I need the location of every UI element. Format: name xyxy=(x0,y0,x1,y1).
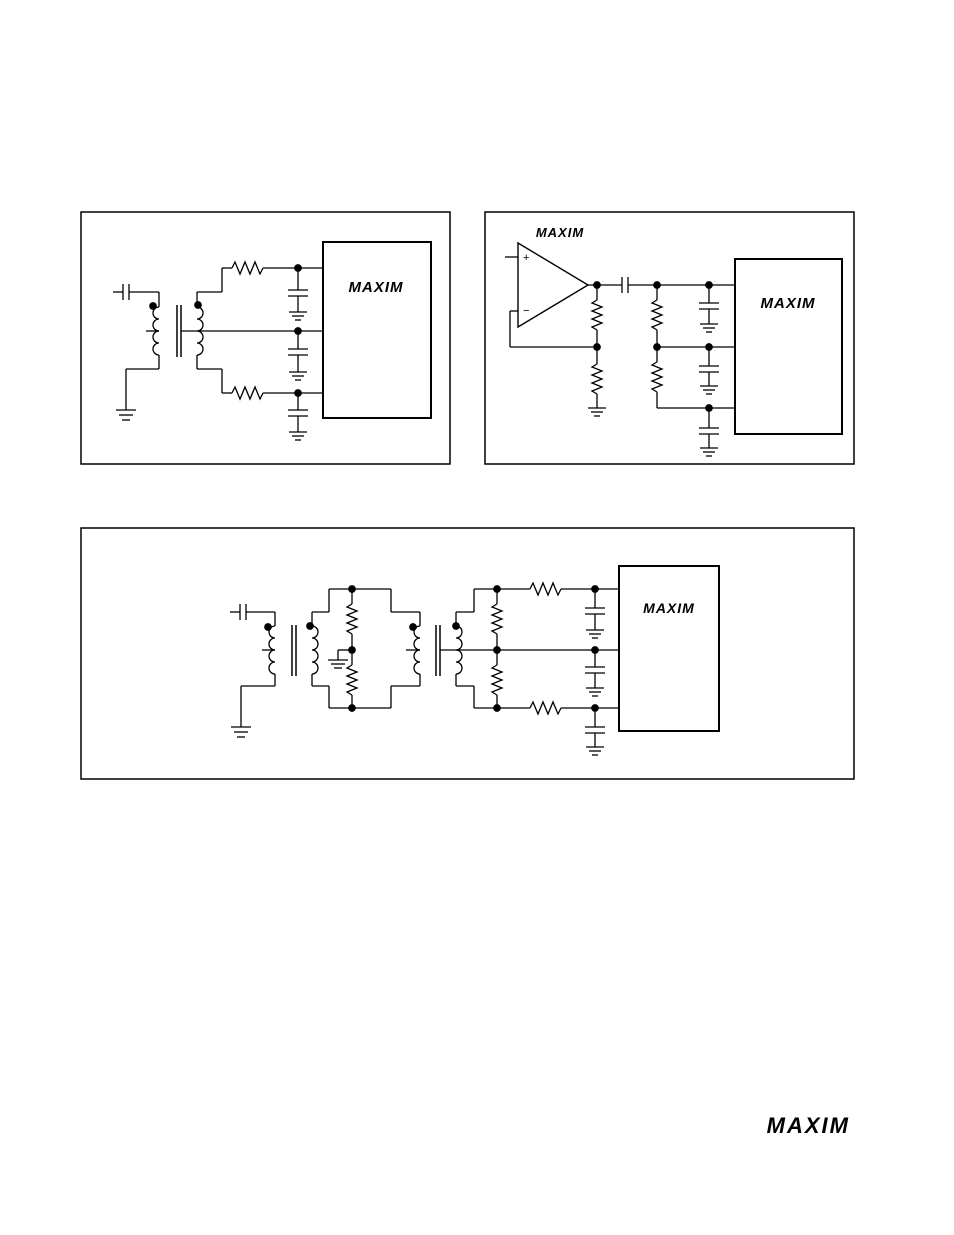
resistor-divider-bottom xyxy=(492,665,502,695)
capacitor-bottom xyxy=(585,708,605,755)
capacitor-middle xyxy=(288,331,308,380)
capacitor-middle xyxy=(699,347,719,394)
capacitor-bottom xyxy=(288,393,308,440)
resistor-divider-top xyxy=(492,604,502,634)
resistor-series-top xyxy=(530,583,561,595)
figure-op-amp-driven-input: MAXIM + − xyxy=(485,212,854,464)
ic-block xyxy=(735,259,842,434)
capacitor-top xyxy=(699,285,719,332)
figure-frame xyxy=(81,212,450,464)
resistor-feedback xyxy=(592,300,602,330)
resistor-bottom xyxy=(232,387,263,399)
capacitor-top xyxy=(585,589,605,638)
ic-logo: MAXIM xyxy=(761,295,816,312)
resistor-bias-bottom xyxy=(652,362,662,392)
ground-symbol xyxy=(588,408,606,416)
transformer-1-secondary xyxy=(312,626,318,674)
ic-logo: MAXIM xyxy=(643,600,695,616)
capacitor-bottom xyxy=(699,408,719,456)
ic-logo: MAXIM xyxy=(349,279,404,296)
ground-symbol xyxy=(116,410,136,420)
figure-frame xyxy=(81,528,854,779)
resistor-termination-top xyxy=(347,604,357,634)
capacitor-top xyxy=(288,268,308,320)
op-amp-logo: MAXIM xyxy=(536,225,585,240)
ic-block xyxy=(619,566,719,731)
svg-text:+: + xyxy=(523,252,529,264)
resistor-series-bottom xyxy=(530,702,561,714)
transformer-primary xyxy=(126,307,159,410)
svg-text:−: − xyxy=(523,305,529,317)
capacitor-middle xyxy=(585,650,605,696)
resistor-gain xyxy=(592,364,602,394)
figure-frame xyxy=(485,212,854,464)
ground-symbol xyxy=(231,727,251,737)
capacitor-coupling xyxy=(622,277,628,293)
resistor-bias-top xyxy=(652,300,662,330)
resistor-top xyxy=(232,262,263,274)
capacitor-input xyxy=(230,604,275,626)
ground-symbol xyxy=(328,660,348,668)
footer-logo: MAXIM xyxy=(767,1113,850,1138)
ic-block xyxy=(323,242,431,418)
figure-transformer-coupled-input: MAXIM xyxy=(81,212,450,464)
figure-dual-transformer-input: MAXIM xyxy=(81,528,854,779)
resistor-termination-bottom xyxy=(347,665,357,695)
